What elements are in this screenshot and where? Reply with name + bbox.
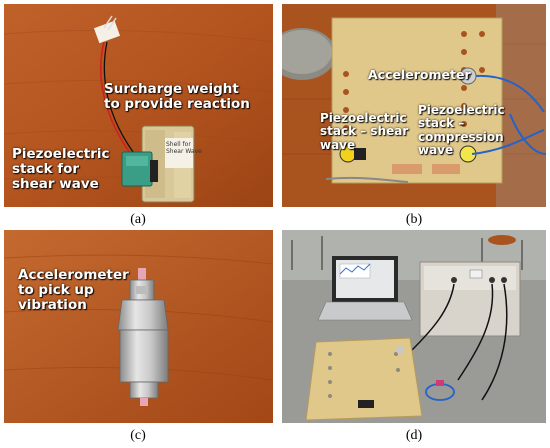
piezo-stack-green <box>121 151 158 187</box>
photo-panel-d <box>282 230 546 423</box>
photo-b-image <box>282 4 546 207</box>
panel-label-d: (d) <box>405 428 423 443</box>
annotation-stack: Piezoelectric stack for shear wave <box>12 146 110 193</box>
photo-a-image <box>4 4 273 207</box>
panel-label-c: (c) <box>130 428 146 443</box>
laptop <box>317 256 413 321</box>
circuit-tag <box>93 15 121 44</box>
tag-handwriting: Shell for Shear Wave <box>166 141 202 155</box>
annotation-accelerometer: Accelerometer <box>368 67 471 82</box>
photo-panel-a: Surcharge weight to provide reaction Pie… <box>4 4 273 207</box>
annotation-accelerometer-c: Accelerometer to pick up vibration <box>18 267 129 314</box>
photo-d-image <box>282 230 546 423</box>
photo-panel-b: Accelerometer Piezoelectric stack – shea… <box>282 4 546 207</box>
annotation-surcharge: Surcharge weight to provide reaction <box>104 81 250 113</box>
photo-c-image <box>4 230 273 423</box>
panel-label-a: (a) <box>130 212 146 227</box>
annotation-compression: Piezoelectric stack – compression wave <box>418 103 505 158</box>
photo-panel-c: Accelerometer to pick up vibration <box>4 230 273 423</box>
accelerometer-device <box>117 268 169 406</box>
test-board-d <box>305 337 423 421</box>
panel-label-b: (b) <box>405 212 423 227</box>
annotation-shear: Piezoelectric stack – shear wave <box>320 111 409 152</box>
